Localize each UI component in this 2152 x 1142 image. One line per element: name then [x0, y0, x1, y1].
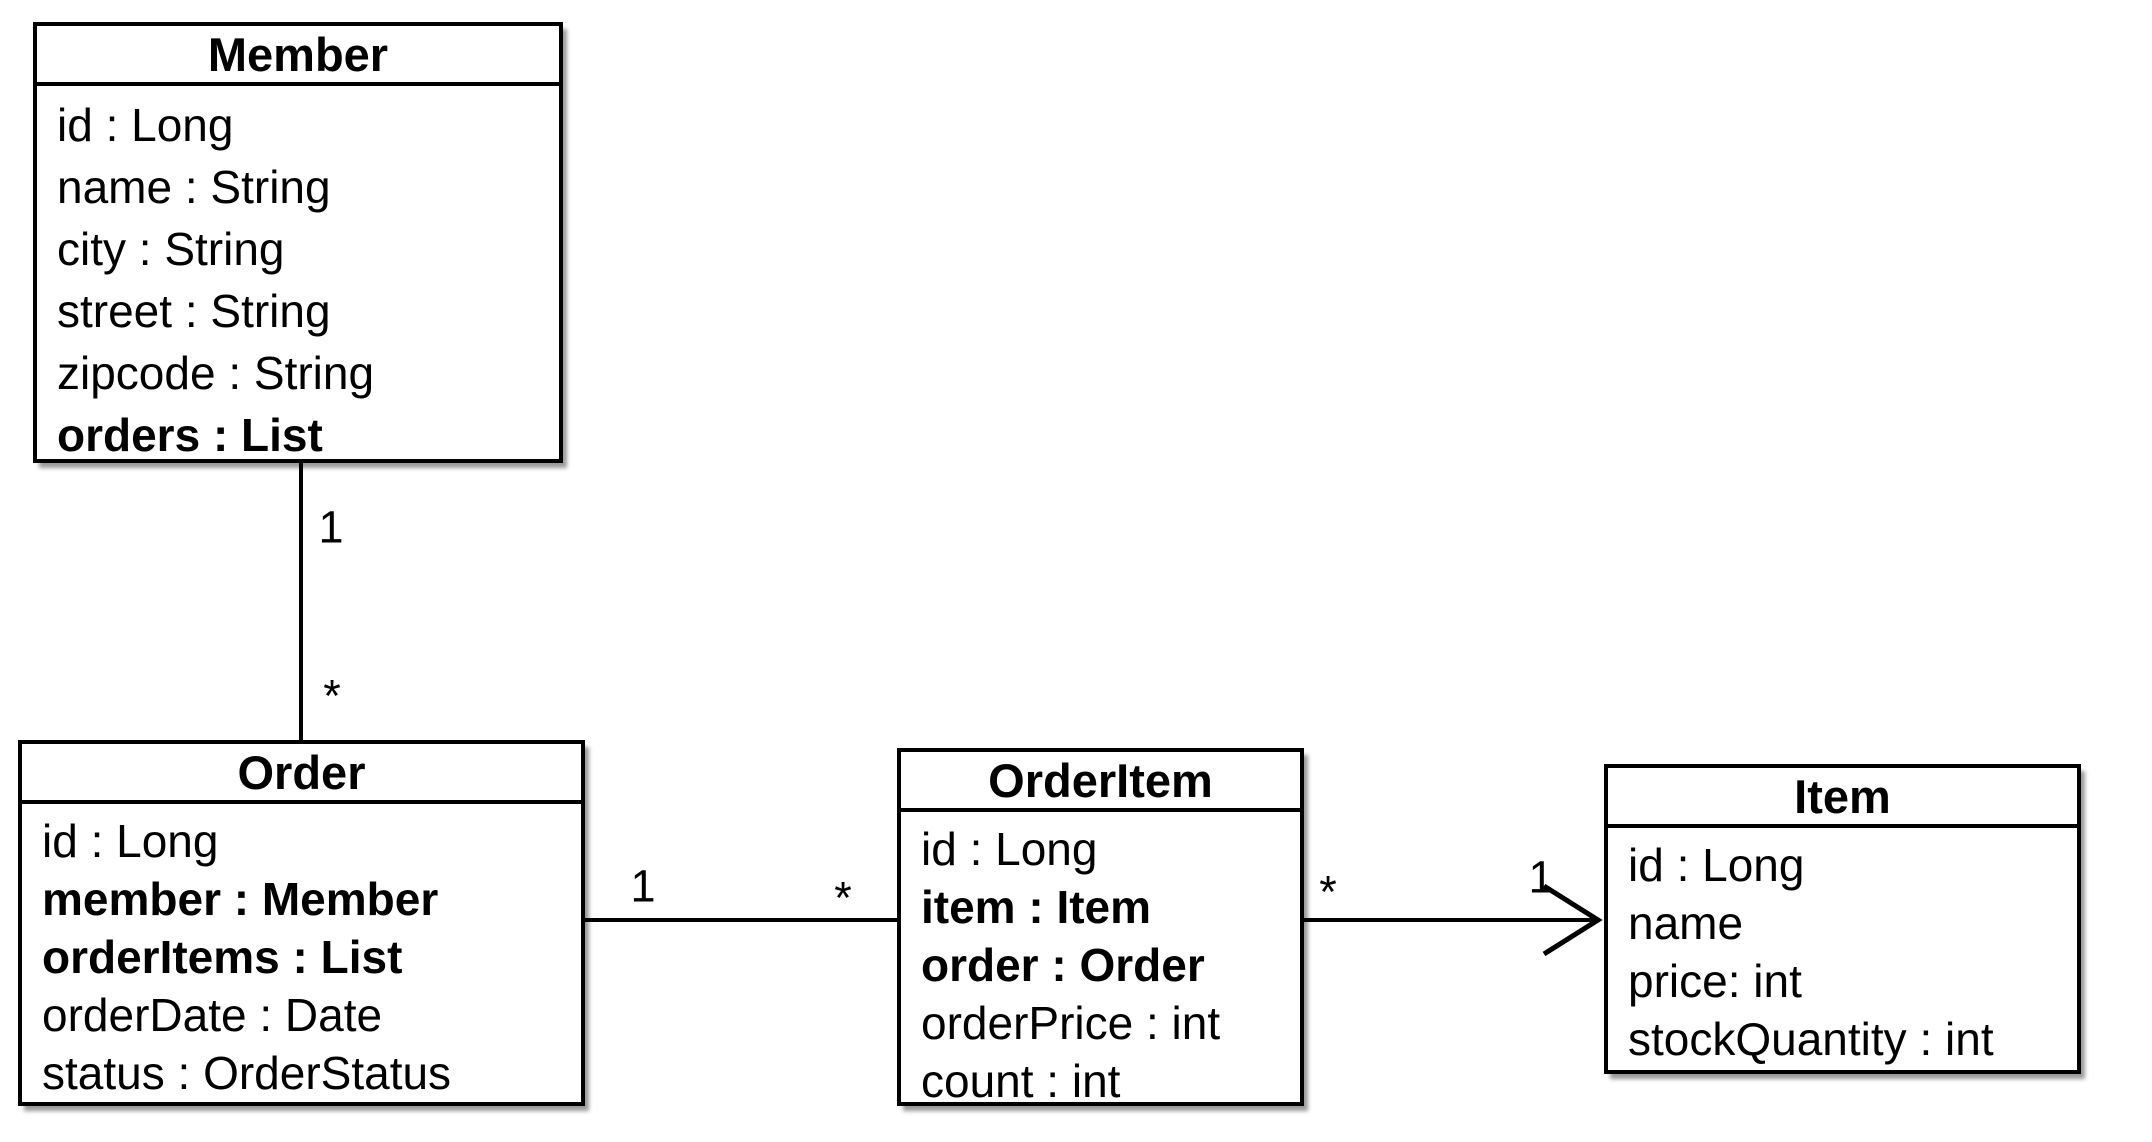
multiplicity-orderitem-side: * [834, 872, 852, 924]
attribute-row: count : int [921, 1055, 1121, 1106]
attribute-row: city : String [57, 223, 285, 275]
attribute-row: order : Order [921, 939, 1205, 991]
attribute-row: id : Long [921, 823, 1098, 875]
class-attributes-order: id : Long member : Member orderItems : L… [22, 804, 581, 1102]
attribute-row: name : String [57, 161, 331, 213]
class-title-order: Order [22, 744, 581, 804]
multiplicity-item-side: 1 [1528, 851, 1554, 903]
attribute-row: orderItems : List [42, 931, 403, 983]
attribute-row: orders : List [57, 409, 323, 461]
multiplicity-order-side: * [323, 670, 341, 722]
attribute-row: name [1628, 897, 1744, 949]
class-title-item: Item [1608, 768, 2077, 828]
attribute-row: status : OrderStatus [42, 1047, 452, 1099]
attribute-row: member : Member [42, 873, 439, 925]
multiplicity-orderitem-side-2: * [1319, 866, 1337, 918]
attribute-row: stockQuantity : int [1628, 1013, 1994, 1065]
attribute-row: id : Long [42, 815, 219, 867]
class-attributes-orderitem: id : Long item : Item order : Order orde… [901, 812, 1300, 1106]
class-box-order: Order id : Long member : Member orderIte… [18, 740, 585, 1106]
class-attributes-member: id : Long name : String city : String st… [37, 86, 559, 461]
attribute-row: zipcode : String [57, 347, 375, 399]
multiplicity-member-side: 1 [318, 501, 344, 553]
attribute-row: item : Item [921, 881, 1152, 933]
attribute-row: orderPrice : int [921, 997, 1221, 1049]
attribute-row: id : Long [1628, 839, 1805, 891]
arrowhead-icon [1542, 883, 1603, 957]
attribute-row: id : Long [57, 99, 234, 151]
multiplicity-order-side-2: 1 [630, 860, 656, 912]
class-box-member: Member id : Long name : String city : St… [33, 22, 563, 463]
attribute-row: price: int [1628, 955, 1802, 1007]
class-attributes-item: id : Long name price: int stockQuantity … [1608, 828, 2077, 1070]
attribute-row: orderDate : Date [42, 989, 383, 1041]
class-title-member: Member [37, 26, 559, 86]
class-title-orderitem: OrderItem [901, 752, 1300, 812]
attribute-row: street : String [57, 285, 331, 337]
class-box-orderitem: OrderItem id : Long item : Item order : … [897, 748, 1304, 1106]
class-box-item: Item id : Long name price: int stockQuan… [1604, 764, 2081, 1074]
